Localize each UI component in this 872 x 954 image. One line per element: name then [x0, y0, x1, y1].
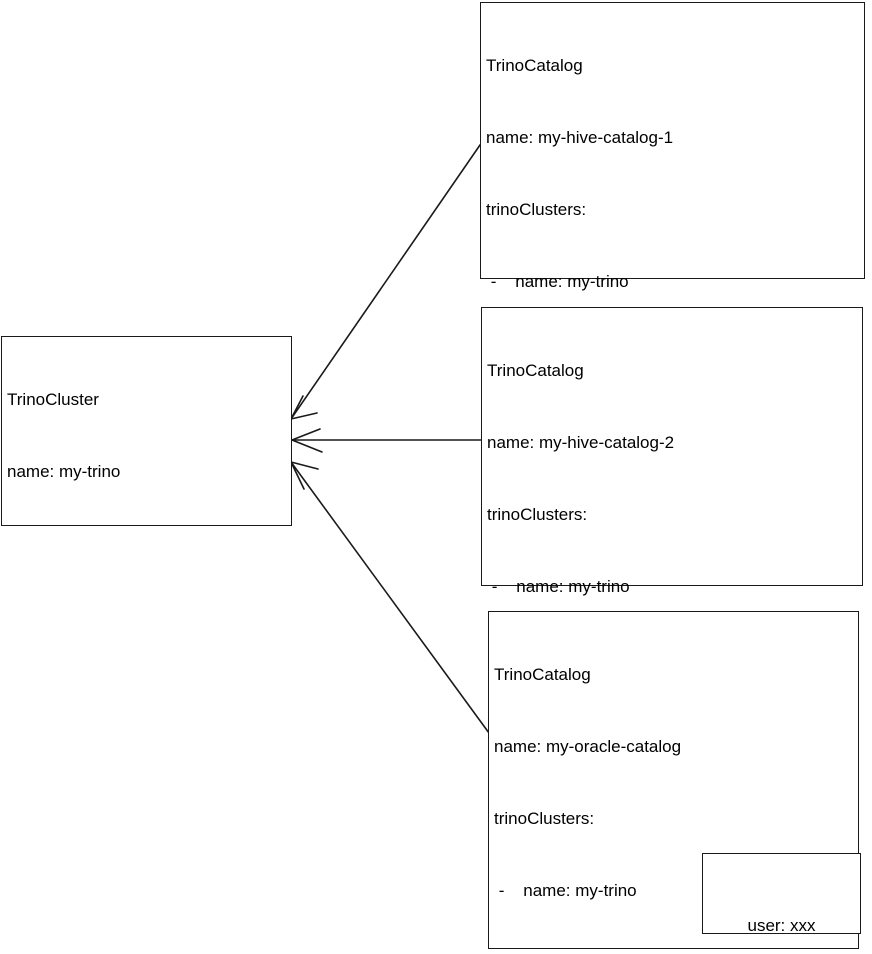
node-trino-catalog-oracle-text: TrinoCatalog name: my-oracle-catalog tri… [494, 615, 856, 954]
node-oracle-credentials-secret-text: user: xxx password: xxx [703, 866, 860, 954]
text-line: name: my-hive-catalog-1 [486, 128, 674, 147]
text-line: - name: my-trino [494, 881, 637, 900]
text-line: trinoClusters: [494, 809, 595, 828]
node-trino-cluster[interactable]: TrinoCluster name: my-trino [1, 336, 292, 526]
text-line: - name: my-trino [486, 272, 629, 291]
text-line: name: my-oracle-catalog [494, 737, 682, 756]
text-line: TrinoCatalog [486, 56, 583, 75]
text-line: TrinoCluster [7, 390, 99, 409]
text-line: name: my-hive-catalog-2 [487, 433, 675, 452]
edge-catalog1-to-cluster [290, 144, 481, 420]
node-trino-cluster-text: TrinoCluster name: my-trino [7, 340, 289, 532]
text-line: TrinoCatalog [494, 665, 591, 684]
text-line: name: my-trino [7, 462, 121, 481]
text-line: user: xxx [747, 916, 816, 935]
text-line: - name: my-trino [487, 577, 630, 596]
text-line: trinoClusters: [486, 200, 587, 219]
edge-catalog2-to-cluster [291, 428, 482, 453]
node-trino-catalog-hive-1[interactable]: TrinoCatalog name: my-hive-catalog-1 tri… [480, 2, 865, 651]
node-oracle-credentials-secret[interactable]: user: xxx password: xxx [702, 853, 861, 935]
text-line: TrinoCatalog [487, 361, 584, 380]
edge-catalog3-to-cluster [290, 461, 490, 734]
text-line: trinoClusters: [487, 505, 588, 524]
node-trino-catalog-hive-2[interactable]: TrinoCatalog name: my-hive-catalog-2 tri… [481, 307, 863, 884]
